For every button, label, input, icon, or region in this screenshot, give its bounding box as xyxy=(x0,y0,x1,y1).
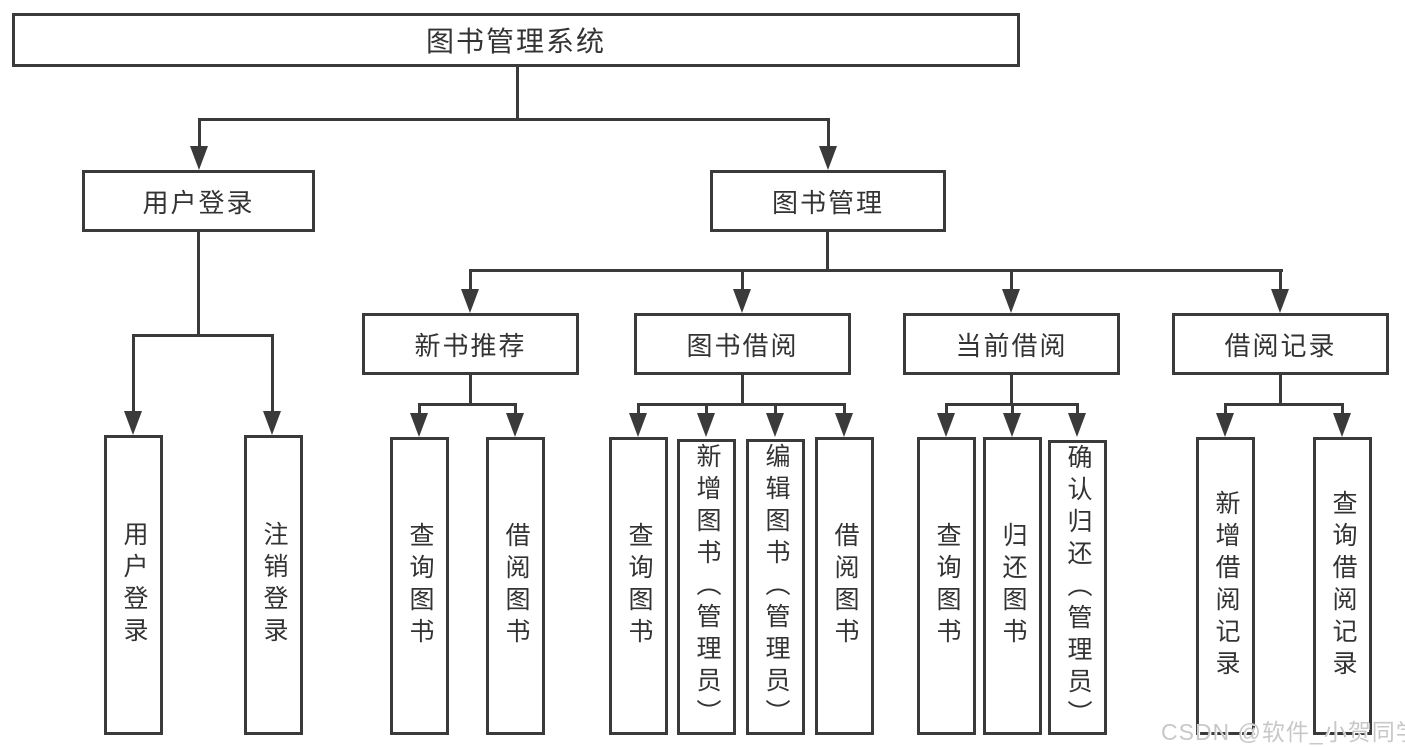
leaf-add-book-admin: 新增图书（管理员） xyxy=(677,439,736,735)
connector-book-mgmt-stem xyxy=(826,232,829,272)
leaf-label: 查询图书 xyxy=(406,522,434,650)
leaf-label: 新增图书（管理员） xyxy=(693,443,721,731)
connector-drop xyxy=(774,403,777,417)
connector-drop-current-borrow xyxy=(1010,269,1013,293)
node-label: 当前借阅 xyxy=(955,330,1068,361)
connector-drop xyxy=(843,403,846,417)
arrowhead-borrow-records xyxy=(1271,289,1289,313)
connector-book-borrow-stem xyxy=(741,374,744,405)
arrowhead-new-book xyxy=(461,289,479,313)
leaf-label: 归还图书 xyxy=(999,522,1027,650)
arrowhead-leaf-logout xyxy=(263,411,281,435)
connector-drop xyxy=(1011,403,1014,417)
connector-current-borrow-stem xyxy=(1010,374,1013,405)
connector-drop-book-mgmt xyxy=(827,118,830,150)
leaf-label: 查询借阅记录 xyxy=(1329,490,1357,682)
connector-drop-new-book xyxy=(469,269,472,293)
leaf-query-books: 查询图书 xyxy=(917,437,976,735)
node-user-login: 用户登录 xyxy=(82,170,315,232)
connector-drop xyxy=(945,403,948,417)
connector-drop xyxy=(1341,403,1344,417)
connector-drop xyxy=(1224,403,1227,417)
arrowhead xyxy=(629,413,647,437)
arrowhead-current-borrow xyxy=(1002,289,1020,313)
node-borrow-records: 借阅记录 xyxy=(1172,313,1389,375)
arrowhead xyxy=(506,413,524,437)
leaf-add-borrow-record: 新增借阅记录 xyxy=(1196,437,1255,735)
arrowhead xyxy=(1068,413,1086,437)
arrowhead xyxy=(937,413,955,437)
leaf-query-books: 查询图书 xyxy=(609,437,668,735)
connector-new-book-stem xyxy=(469,374,472,405)
arrowhead-book-mgmt xyxy=(819,146,837,170)
connector-new-book-rail xyxy=(418,403,517,406)
arrowhead xyxy=(1003,413,1021,437)
arrowhead-leaf-login xyxy=(124,411,142,435)
connector-drop xyxy=(705,403,708,417)
connector-drop xyxy=(514,403,517,417)
arrowhead xyxy=(835,413,853,437)
leaf-user-login: 用户登录 xyxy=(104,435,163,735)
connector-root-rail xyxy=(198,118,830,121)
connector-book-mgmt-rail xyxy=(469,269,1283,272)
leaf-label: 确认归还（管理员） xyxy=(1064,443,1092,732)
leaf-label: 查询图书 xyxy=(625,522,653,650)
connector-book-borrow-rail xyxy=(637,403,846,406)
connector-drop xyxy=(1076,403,1079,417)
connector-drop-user-login xyxy=(198,118,201,150)
leaf-return-books: 归还图书 xyxy=(983,437,1042,735)
leaf-label: 注销登录 xyxy=(260,521,288,649)
connector-root-stem xyxy=(516,67,519,121)
node-label: 图书管理 xyxy=(771,187,884,218)
leaf-edit-book-admin: 编辑图书（管理员） xyxy=(746,439,805,735)
connector-drop xyxy=(637,403,640,417)
arrowhead xyxy=(1216,413,1234,437)
node-new-book-recommend: 新书推荐 xyxy=(362,313,579,375)
arrowhead xyxy=(697,413,715,437)
leaf-label: 查询图书 xyxy=(933,522,961,650)
connector-drop-book-borrow xyxy=(741,269,744,293)
leaf-label: 借阅图书 xyxy=(502,522,530,650)
csdn-watermark: CSDN @软件_小贺同学 xyxy=(1161,719,1405,745)
connector-user-login-rail xyxy=(132,334,274,337)
leaf-borrow-books: 借阅图书 xyxy=(815,437,874,735)
node-label: 用户登录 xyxy=(142,187,255,218)
arrowhead xyxy=(766,413,784,437)
leaf-confirm-return-admin: 确认归还（管理员） xyxy=(1048,440,1107,735)
connector-drop-leaf-login xyxy=(132,334,135,414)
connector-user-login-stem xyxy=(197,232,200,336)
connector-borrow-records-stem xyxy=(1279,374,1282,405)
connector-drop-leaf-logout xyxy=(271,334,274,414)
leaf-borrow-books: 借阅图书 xyxy=(486,437,545,735)
connector-drop xyxy=(418,403,421,417)
connector-drop-borrow-records xyxy=(1279,269,1282,293)
leaf-label: 编辑图书（管理员） xyxy=(762,443,790,731)
leaf-query-books: 查询图书 xyxy=(390,437,449,735)
connector-borrow-records-rail xyxy=(1224,403,1344,406)
arrowhead-user-login xyxy=(190,146,208,170)
arrowhead xyxy=(410,413,428,437)
leaf-query-borrow-records: 查询借阅记录 xyxy=(1313,437,1372,735)
node-book-management: 图书管理 xyxy=(710,170,946,232)
node-label: 借阅记录 xyxy=(1224,330,1337,361)
node-label: 图书管理系统 xyxy=(425,26,606,57)
node-label: 图书借阅 xyxy=(686,330,799,361)
leaf-label: 新增借阅记录 xyxy=(1212,490,1240,682)
node-book-borrowing: 图书借阅 xyxy=(634,313,851,375)
arrowhead xyxy=(1333,413,1351,437)
leaf-logout: 注销登录 xyxy=(244,435,303,735)
node-label: 新书推荐 xyxy=(414,330,527,361)
arrowhead-book-borrow xyxy=(733,289,751,313)
node-current-borrowing: 当前借阅 xyxy=(903,313,1120,375)
leaf-label: 借阅图书 xyxy=(831,522,859,650)
leaf-label: 用户登录 xyxy=(120,521,148,649)
node-library-management-system: 图书管理系统 xyxy=(12,13,1020,67)
